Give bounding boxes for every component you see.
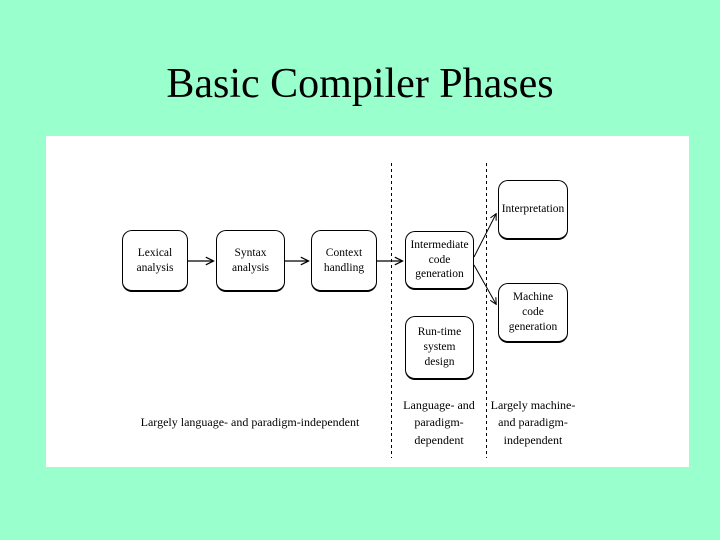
region-label-language-paradigm-independent: Largely language- and paradigm-independe…: [140, 415, 360, 429]
box-runtime-system-design: Run-time system design: [405, 316, 474, 380]
diagram-connectors: [188, 163, 689, 458]
box-machine-code-generation: Machine code generation: [498, 283, 568, 343]
box-context-handling: Context handling: [311, 230, 377, 292]
box-intermediate-code-generation: Intermediate code generation: [405, 231, 474, 290]
arrow-intermediate-to-interpretation: [473, 214, 496, 258]
arrow-intermediate-to-machine: [473, 264, 496, 304]
box-syntax-analysis: Syntax analysis: [216, 230, 285, 292]
box-lexical-analysis: Lexical analysis: [122, 230, 188, 292]
box-interpretation: Interpretation: [498, 180, 568, 240]
diagram-panel: Lexical analysis Syntax analysis Context…: [46, 136, 689, 467]
slide-title: Basic Compiler Phases: [166, 61, 554, 107]
region-label-language-paradigm-dependent: Language- and paradigm- dependent: [403, 398, 475, 447]
region-label-machine-paradigm-independent: Largely machine- and paradigm- independe…: [490, 398, 576, 447]
